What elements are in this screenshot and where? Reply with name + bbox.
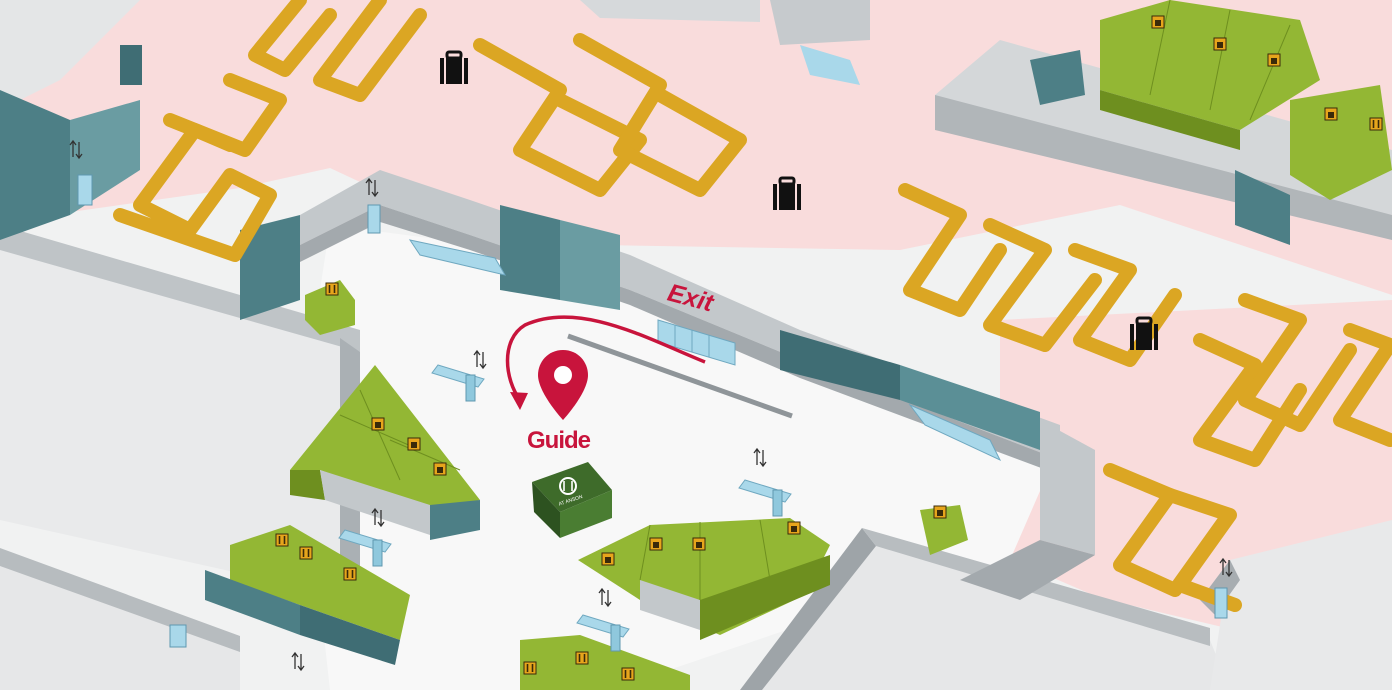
info-kiosk: AT ANSON xyxy=(532,462,612,538)
fork-knife-icon xyxy=(523,661,537,675)
shop-icon xyxy=(692,537,706,551)
fork-knife-icon xyxy=(575,651,589,665)
building-northwest xyxy=(0,0,142,240)
fork-knife-icon xyxy=(343,567,357,581)
location-pin-icon xyxy=(538,350,588,420)
shop-block-southwest xyxy=(205,525,410,665)
shop-block-west xyxy=(290,365,480,540)
elevator-shaft xyxy=(1214,587,1228,619)
shop-icon xyxy=(1267,53,1281,67)
shop-block-south xyxy=(520,635,690,690)
exit-route-arrow xyxy=(505,315,706,402)
elevator-shaft xyxy=(169,624,187,648)
fork-knife-icon xyxy=(1369,117,1383,131)
restaurant-block xyxy=(305,280,968,555)
guide-label: Guide xyxy=(527,427,591,454)
partition-wall xyxy=(240,170,1095,600)
shop-icon xyxy=(601,552,615,566)
kiosk-logo-icon xyxy=(559,477,577,495)
shop-icon xyxy=(1324,107,1338,121)
shop-icon xyxy=(1213,37,1227,51)
shop-icon xyxy=(433,462,447,476)
shop-icon xyxy=(933,505,947,519)
elevator-shaft xyxy=(367,204,381,234)
escalator-ramp-east xyxy=(908,403,1002,462)
shop-icon xyxy=(1151,15,1165,29)
building-north-center xyxy=(580,0,870,85)
shop-icon xyxy=(649,537,663,551)
elevator-shaft xyxy=(77,174,93,206)
fork-knife-icon xyxy=(299,546,313,560)
exit-doors xyxy=(657,319,736,366)
fork-knife-icon xyxy=(275,533,289,547)
shop-icon xyxy=(407,437,421,451)
shop-icon xyxy=(371,417,385,431)
fork-knife-icon xyxy=(325,282,339,296)
shop-block-northeast xyxy=(1100,0,1392,200)
escalator-ramp-north xyxy=(408,239,507,276)
exit-route-arrowhead xyxy=(510,392,528,410)
baggage-carousels xyxy=(113,0,1392,612)
fork-knife-icon xyxy=(621,667,635,681)
shop-icon xyxy=(787,521,801,535)
shop-block-center xyxy=(578,518,830,640)
exit-gate-line xyxy=(567,333,793,419)
